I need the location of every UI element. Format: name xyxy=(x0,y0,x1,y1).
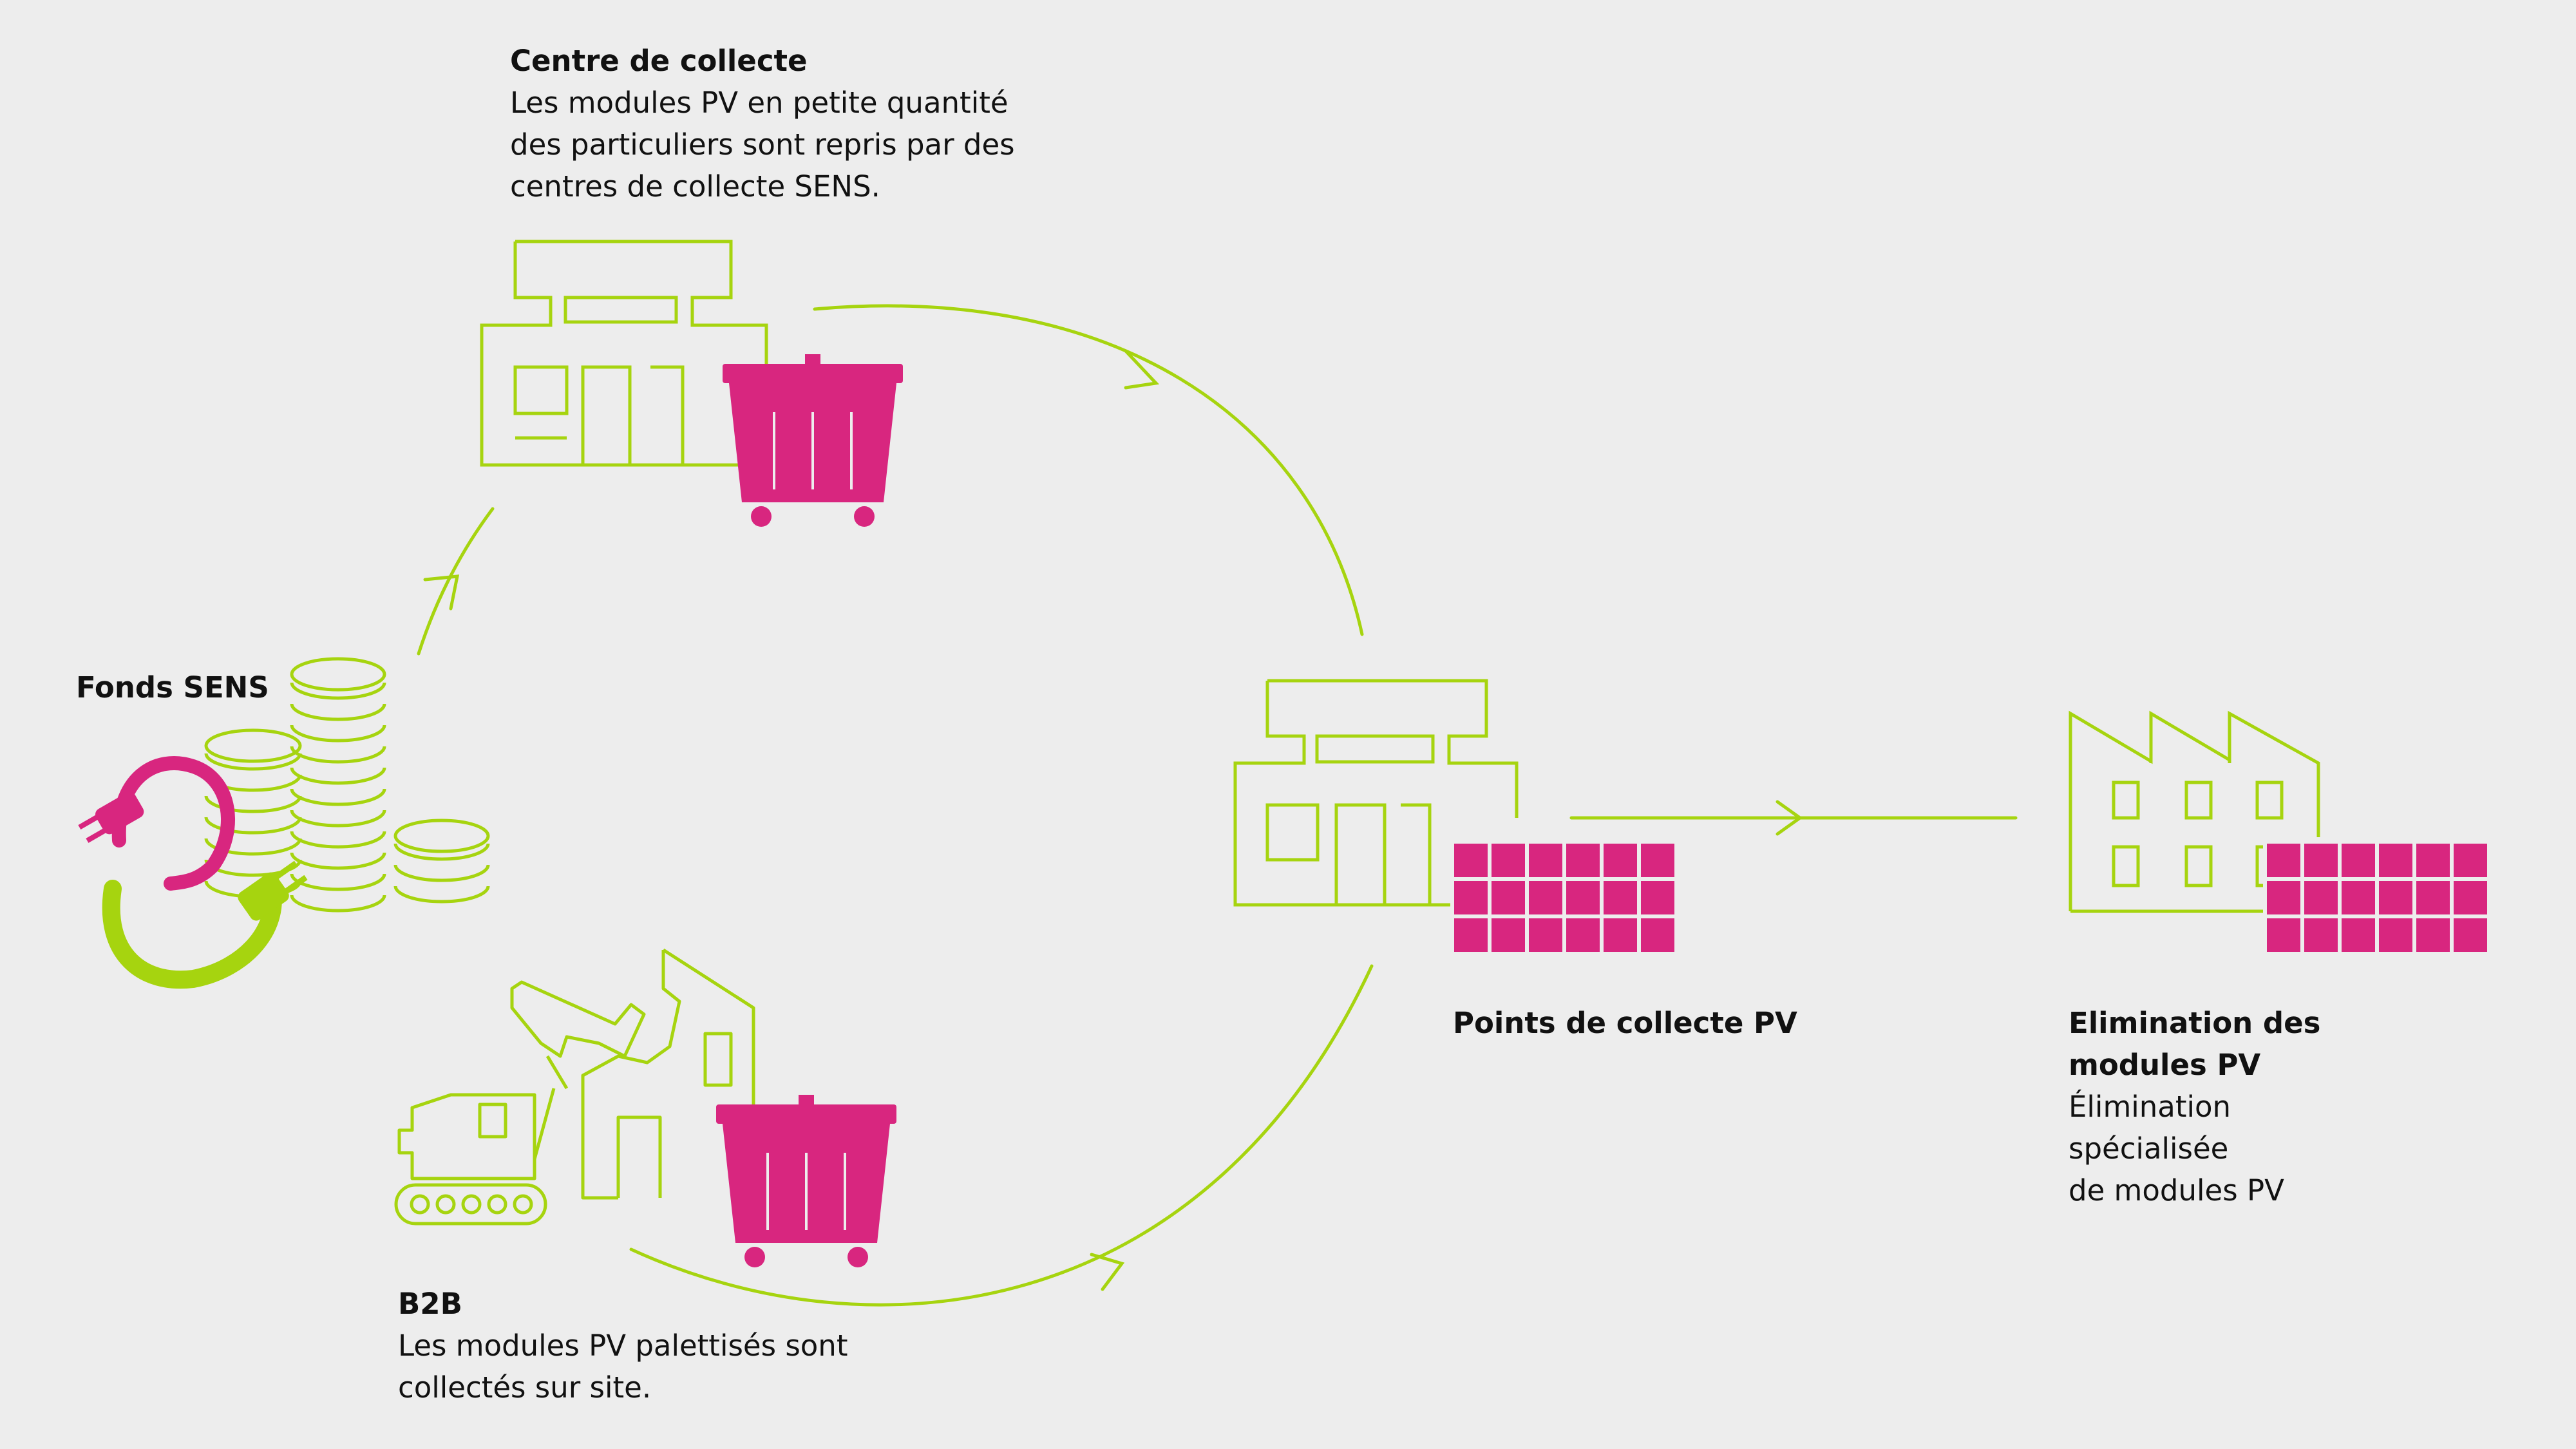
flow-arrows xyxy=(417,304,2018,1307)
elimination-title-line: Elimination des xyxy=(2069,1006,2321,1040)
pv-panel-icon xyxy=(2263,840,2491,956)
building-icon xyxy=(480,240,768,467)
arc-collecte-to-points xyxy=(813,304,1364,636)
arrow-icon xyxy=(1124,349,1160,390)
fund-logo-icon xyxy=(78,756,308,989)
collecte-line: Les modules PV en petite quantité xyxy=(510,86,1009,120)
collecte-title: Centre de collecte xyxy=(510,44,808,78)
container-icon xyxy=(715,1094,898,1269)
building-icon xyxy=(1233,679,1519,907)
b2b-line: collectés sur site. xyxy=(398,1370,652,1405)
elimination-label: Elimination des modules PV Élimination s… xyxy=(2069,1002,2320,1211)
container-icon xyxy=(721,353,904,528)
arrow-icon xyxy=(1776,800,1803,836)
elimination-line: de modules PV xyxy=(2069,1173,2284,1208)
elimination-title-line: modules PV xyxy=(2069,1048,2261,1082)
b2b-label: B2B Les modules PV palettisés sont colle… xyxy=(398,1283,848,1408)
b2b-line: Les modules PV palettisés sont xyxy=(398,1329,848,1363)
pv-panel-icon xyxy=(1450,840,1678,956)
elimination-line: spécialisée xyxy=(2069,1132,2229,1166)
points-label: Points de collecte PV xyxy=(1453,1002,1797,1044)
excavator-icon xyxy=(394,948,755,1226)
arrow-icon xyxy=(423,574,460,611)
fonds-label: Fonds SENS xyxy=(76,667,269,708)
points-title: Points de collecte PV xyxy=(1453,1006,1797,1040)
arrow-icon xyxy=(1090,1253,1125,1291)
collecte-line: centres de collecte SENS. xyxy=(510,169,880,204)
fonds-title: Fonds SENS xyxy=(76,670,269,705)
elimination-line: Élimination xyxy=(2069,1090,2231,1124)
coin-stack-icon xyxy=(204,657,490,913)
arc-b2b-to-points xyxy=(629,964,1374,1307)
collecte-line: des particuliers sont repris par des xyxy=(510,128,1015,162)
collecte-label: Centre de collecte Les modules PV en pet… xyxy=(510,40,1015,207)
b2b-title: B2B xyxy=(398,1287,462,1321)
